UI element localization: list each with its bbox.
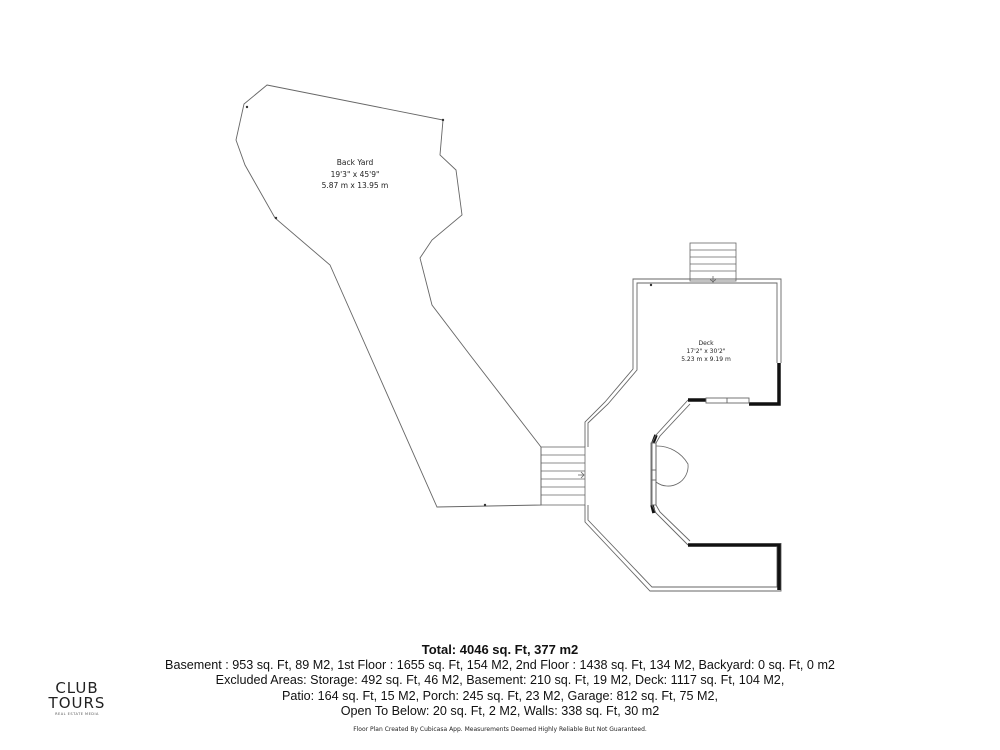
summary-line-3: Patio: 164 sq. Ft, 15 M2, Porch: 245 sq.… [281,688,719,703]
deck-dim-imperial: 17'2" x 30'2" [686,348,725,355]
logo-tagline: REAL ESTATE MEDIA [55,712,99,716]
area-summary: Total: 4046 sq. Ft, 377 m2 Basement : 95… [0,642,1000,720]
outline-markers [245,105,653,507]
logo-line-1: CLUB [55,679,99,697]
back-yard-dim-metric: 5.87 m x 13.95 m [322,181,389,190]
club-tours-logo: CLUB TOURS REAL ESTATE MEDIA [44,679,110,717]
credit-text: Floor Plan Created By Cubicasa App. Meas… [353,726,647,733]
deck-name: Deck [698,340,714,347]
logo-line-2: TOURS [48,694,106,712]
upper-stairs [689,242,737,283]
summary-line-1: Basement : 953 sq. Ft, 89 M2, 1st Floor … [165,657,835,672]
summary-line-2: Excluded Areas: Storage: 492 sq. Ft, 46 … [215,673,785,688]
house-walls [650,363,781,590]
deck-outline [584,278,782,592]
door-swing [655,445,689,487]
lower-stairs [540,446,586,506]
total-area: Total: 4046 sq. Ft, 377 m2 [421,642,579,657]
back-yard-outline [235,84,542,508]
back-yard-dim-imperial: 19'3" x 45'9" [331,170,380,179]
back-yard-name: Back Yard [337,158,374,167]
floor-plan: Back Yard 19'3" x 45'9" 5.87 m x 13.95 m… [235,84,782,592]
deck-dim-metric: 5.23 m x 9.19 m [681,356,731,363]
summary-line-4: Open To Below: 20 sq. Ft, 2 M2, Walls: 3… [340,704,660,719]
bay-window [650,397,750,546]
